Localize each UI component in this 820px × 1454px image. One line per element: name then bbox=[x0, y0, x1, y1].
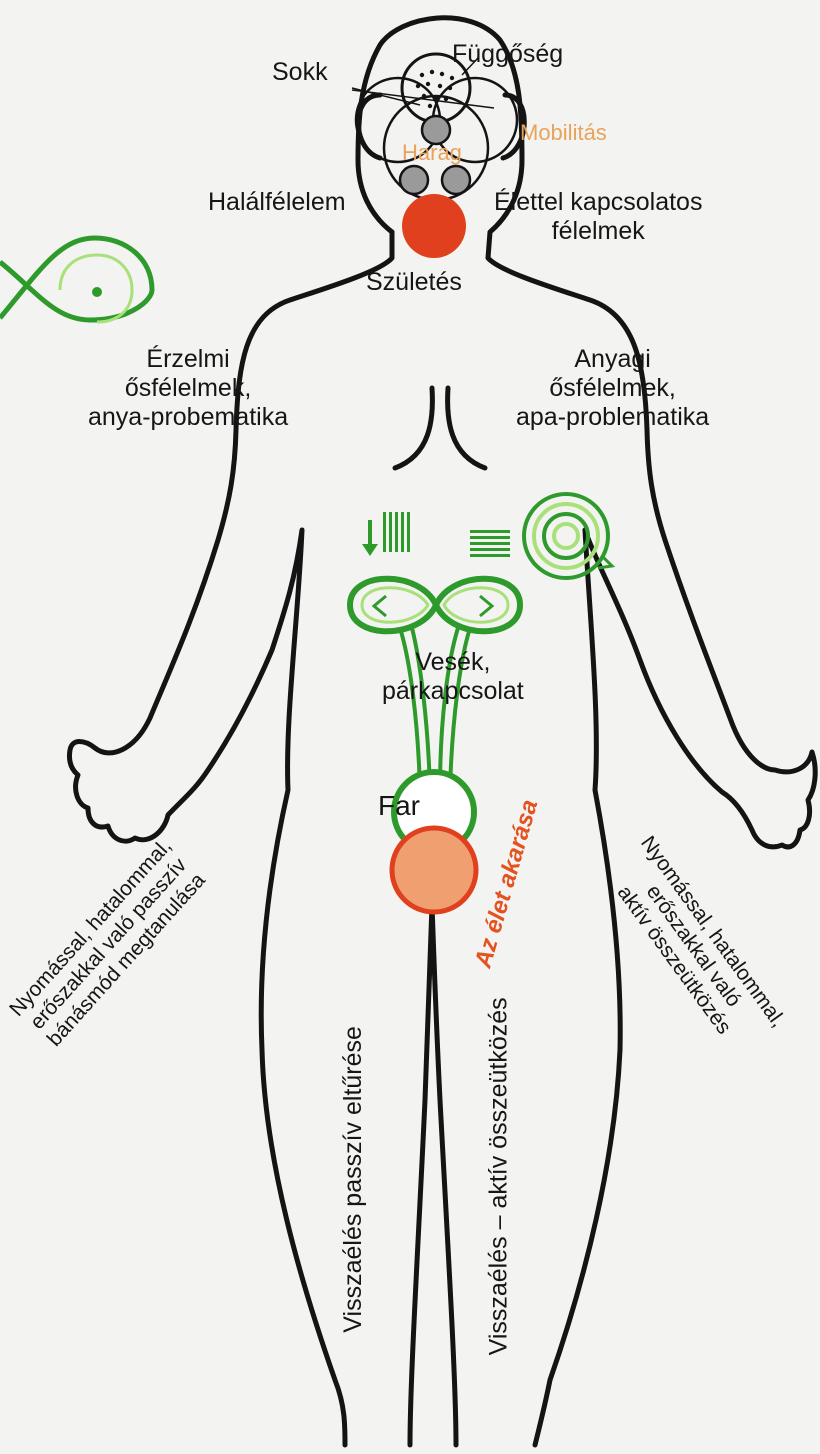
chest-line-right bbox=[448, 388, 485, 468]
left-edge-infinity-symbol bbox=[0, 238, 152, 322]
label-elettel-kapcsolatos-felelmek: Élettel kapcsolatos félelmek bbox=[494, 188, 702, 246]
label-anyagi-line-2: ősfélelmek, bbox=[516, 374, 709, 403]
label-erzelmi-line-3: anya-probematika bbox=[88, 403, 288, 432]
label-halalfelelem: Halálfélelem bbox=[208, 188, 346, 217]
label-fuggoseg: Függőség bbox=[452, 40, 563, 69]
label-vesek-line-1: Vesék, bbox=[382, 648, 524, 677]
will-to-live-circle bbox=[392, 828, 476, 912]
label-far: Far bbox=[378, 790, 420, 822]
label-erzelmi-line-1: Érzelmi bbox=[88, 345, 288, 374]
leg-inner-line bbox=[410, 905, 456, 1445]
label-erzelmi-osfelelmek: Érzelmi ősfélelmek, anya-probematika bbox=[88, 345, 288, 431]
label-szuletes: Születés bbox=[366, 268, 462, 297]
birth-red-circle bbox=[402, 194, 466, 258]
label-left-leg: Visszaélés passzív eltűrése bbox=[339, 1026, 368, 1333]
downward-arrow-bars-symbol bbox=[362, 512, 410, 556]
fear-of-life-grey-circle bbox=[442, 166, 470, 194]
label-erzelmi-line-2: ősfélelmek, bbox=[88, 374, 288, 403]
label-elettel-line-1: Élettel kapcsolatos bbox=[494, 188, 702, 217]
label-anyagi-osfelelmek: Anyagi ősfélelmek, apa-problematika bbox=[516, 345, 709, 431]
label-vesek-line-2: párkapcsolat bbox=[382, 677, 524, 706]
horizontal-bars-symbol bbox=[470, 530, 510, 557]
fear-of-death-grey-circle bbox=[400, 166, 428, 194]
kidney-infinity-symbol bbox=[350, 579, 520, 632]
label-harag: Harag bbox=[402, 140, 462, 165]
left-ear bbox=[358, 95, 380, 158]
label-anyagi-line-1: Anyagi bbox=[516, 345, 709, 374]
label-sokk: Sokk bbox=[272, 58, 328, 87]
label-elettel-line-2: félelmek bbox=[494, 217, 702, 246]
label-vesek-parkapcsolat: Vesék, párkapcsolat bbox=[382, 648, 524, 706]
label-anyagi-line-3: apa-problematika bbox=[516, 403, 709, 432]
label-right-leg: Visszaélés – aktív összeütközés bbox=[485, 997, 514, 1355]
label-mobilitas: Mobilitás bbox=[520, 120, 607, 145]
chest-line-left bbox=[395, 388, 432, 468]
